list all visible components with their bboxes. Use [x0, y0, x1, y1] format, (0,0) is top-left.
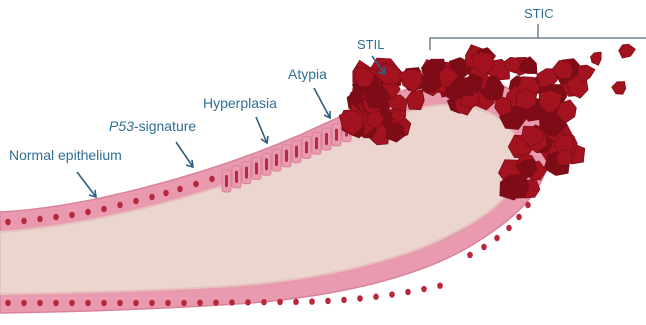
label-hyperplasia-text: Hyperplasia [203, 95, 277, 111]
label-hyperplasia: Hyperplasia [203, 95, 277, 111]
columnar-nucleus [295, 146, 298, 158]
nucleus [117, 202, 123, 208]
nucleus [85, 300, 91, 306]
nucleus [69, 300, 75, 306]
nucleus [197, 300, 203, 306]
columnar-nucleus [225, 175, 228, 187]
stroma-core [0, 105, 521, 294]
tumor-cell [612, 82, 626, 95]
nucleus [437, 283, 443, 289]
label-stil: STIL [357, 37, 384, 53]
nucleus [117, 300, 123, 306]
nucleus [5, 300, 11, 306]
stic-bracket [430, 24, 646, 50]
nucleus [165, 300, 171, 306]
nucleus [21, 218, 27, 224]
nucleus [181, 300, 187, 306]
nucleus [163, 190, 169, 196]
nucleus [37, 216, 43, 222]
arrow-normal [77, 172, 96, 197]
tumor-cell [619, 44, 636, 58]
nucleus [341, 297, 347, 303]
nucleus [277, 299, 283, 305]
nucleus [53, 214, 59, 220]
nucleus [85, 209, 91, 215]
nucleus [389, 291, 395, 297]
nucleus [5, 219, 11, 225]
nucleus [506, 225, 512, 231]
nucleus [405, 289, 411, 295]
nucleus [69, 212, 75, 218]
label-atypia: Atypia [288, 66, 327, 82]
nucleus [245, 299, 251, 305]
nucleus [481, 244, 487, 250]
label-p53-signature: P53-signature [109, 118, 196, 134]
label-stic-text: STIC [524, 6, 554, 21]
columnar-nucleus [325, 133, 328, 145]
columnar-nucleus [335, 129, 338, 141]
nucleus [516, 214, 522, 220]
arrow-atypia [314, 88, 330, 118]
nucleus [193, 181, 199, 187]
columnar-nucleus [265, 158, 268, 170]
nucleus [21, 300, 27, 306]
nucleus [494, 235, 500, 241]
label-stic: STIC [524, 6, 554, 22]
tumor-cell [507, 174, 529, 198]
label-normal-epithelium: Normal epithelium [9, 147, 122, 163]
nucleus [101, 300, 107, 306]
label-p53-suffix: -signature [134, 118, 196, 134]
nucleus [421, 286, 427, 292]
columnar-nucleus [285, 150, 288, 162]
nucleus [177, 186, 183, 192]
nucleus [101, 206, 107, 212]
nucleus [357, 295, 363, 301]
nucleus [325, 298, 331, 304]
label-atypia-text: Atypia [288, 66, 327, 82]
nucleus [229, 299, 235, 305]
nucleus [293, 299, 299, 305]
columnar-nucleus [235, 171, 238, 183]
nucleus [149, 300, 155, 306]
nucleus [133, 198, 139, 204]
arrow-p53 [176, 142, 193, 167]
nucleus [261, 299, 267, 305]
nucleus [525, 202, 531, 208]
label-stil-text: STIL [357, 37, 384, 52]
nucleus [309, 298, 315, 304]
tumor-cell [591, 52, 602, 65]
nucleus [133, 300, 139, 306]
columnar-nucleus [255, 162, 258, 174]
nucleus [149, 194, 155, 200]
columnar-nucleus [315, 137, 318, 149]
nucleus [53, 300, 59, 306]
columnar-nucleus [305, 141, 308, 153]
label-normal-epithelium-text: Normal epithelium [9, 147, 122, 163]
nucleus [373, 294, 379, 300]
nucleus [37, 300, 43, 306]
nucleus [467, 252, 473, 258]
label-p53-gene: P53 [109, 118, 134, 134]
columnar-nucleus [275, 154, 278, 166]
nucleus [213, 299, 219, 305]
columnar-nucleus [245, 167, 248, 179]
nucleus [209, 176, 215, 182]
